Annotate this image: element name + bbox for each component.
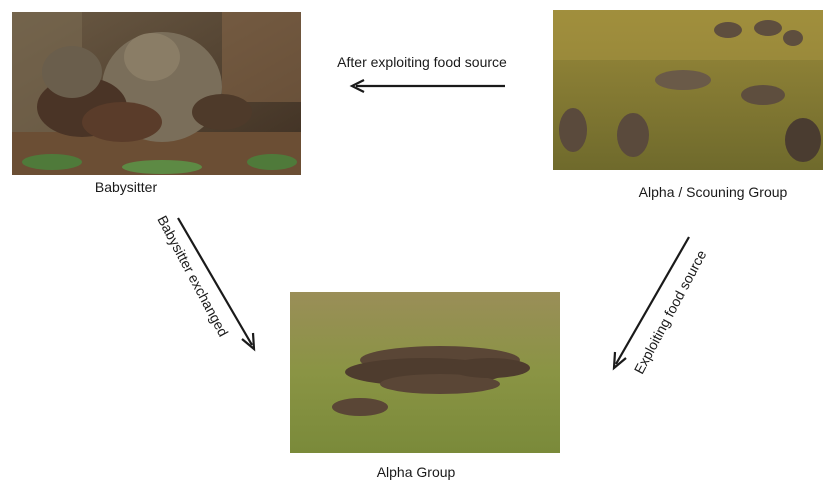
edge-label-after-exploiting: After exploiting food source — [337, 54, 507, 70]
arrow-scouting-to-babysitter — [352, 80, 505, 92]
